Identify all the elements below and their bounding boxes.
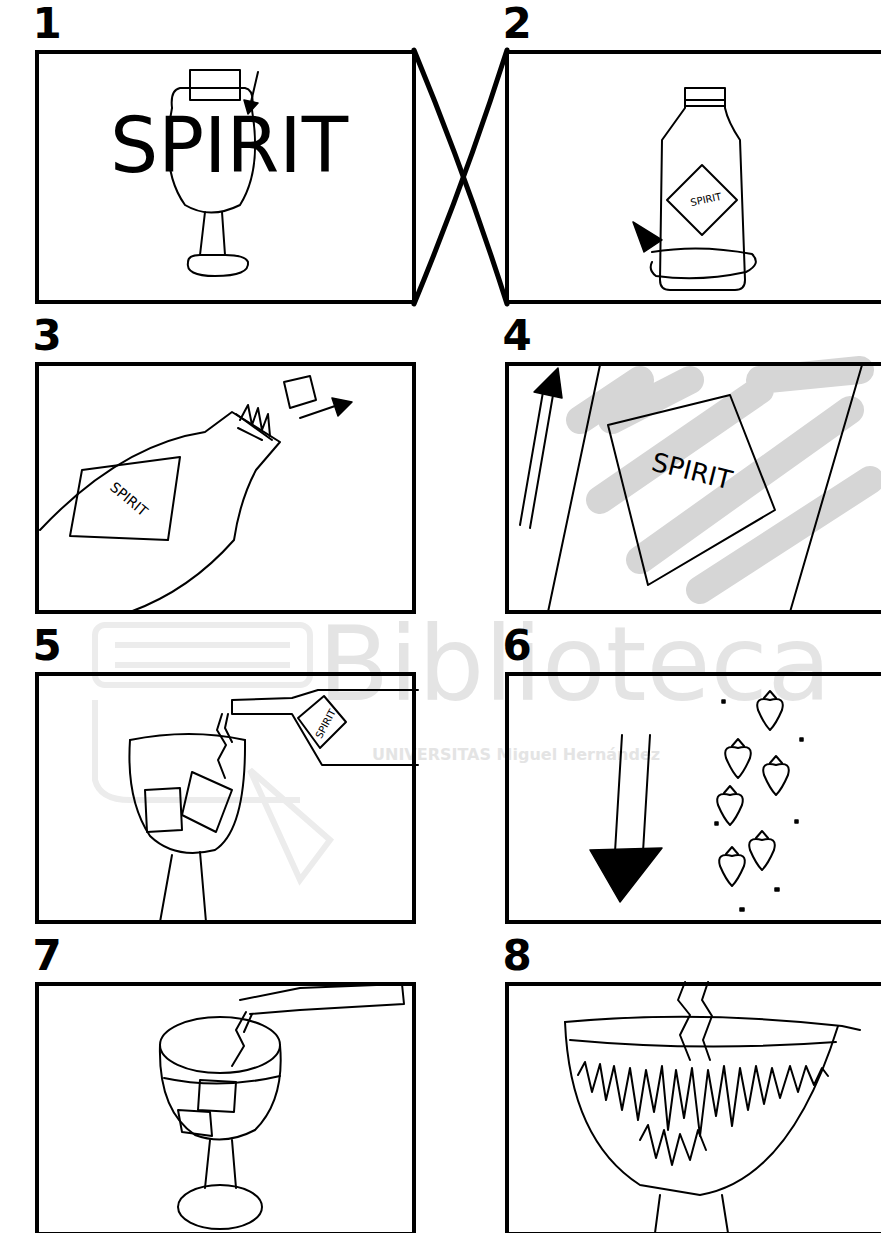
watermark-part xyxy=(115,662,290,668)
glass-drawing-part xyxy=(188,255,248,276)
glass-closeup-drawing-part xyxy=(678,982,712,1060)
strawberries-drawing-part-part xyxy=(719,847,745,886)
pour-drawing-part xyxy=(232,690,418,765)
glass-drawing-part xyxy=(251,72,258,102)
bottle-opening-drawing-part xyxy=(284,376,316,408)
glass-ice-drawing-part xyxy=(232,1012,252,1066)
strawberries-drawing-part-part xyxy=(763,756,789,795)
strawberries-drawing-part xyxy=(717,786,743,825)
glass-closeup-drawing xyxy=(565,982,860,1233)
watermark-part xyxy=(95,625,310,685)
strawberries-drawing-part xyxy=(763,756,789,795)
panel-number: 7 xyxy=(32,935,61,977)
panel-number: 6 xyxy=(502,625,531,667)
brand-text: SPIRIT xyxy=(314,708,338,740)
bottle-drawing-part xyxy=(660,88,745,290)
glass-ice-drawing-part xyxy=(160,1045,281,1139)
strawberries-drawing-part-part xyxy=(717,786,743,825)
strawberries-drawing-part-part xyxy=(725,739,751,778)
strawberries-drawing-part xyxy=(615,735,650,852)
bottle-opening-drawing-part xyxy=(300,405,338,418)
label-closeup-drawing-part xyxy=(534,368,562,398)
storyboard-panel: 6 xyxy=(505,672,881,924)
strawberries-drawing-part xyxy=(715,700,803,911)
label-closeup-drawing xyxy=(520,365,870,612)
glass-closeup-drawing-part xyxy=(640,1125,706,1165)
bottle-drawing-part xyxy=(685,100,725,106)
panel-number: 4 xyxy=(502,315,531,357)
transition-line xyxy=(414,50,507,304)
watermark-part xyxy=(250,770,330,880)
pour-drawing-part xyxy=(129,740,245,853)
strawberries-drawing-part xyxy=(719,847,745,886)
storyboard-panel: 4SPIRIT xyxy=(505,362,881,614)
strawberries-drawing xyxy=(590,691,803,911)
watermark-logo-shape xyxy=(95,625,330,880)
bottle-drawing-part xyxy=(651,248,756,278)
bottle-drawing-part xyxy=(667,165,737,235)
bottle-drawing-part xyxy=(633,222,662,252)
glass-closeup-drawing-part xyxy=(655,1195,728,1233)
strawberries-drawing-part xyxy=(725,739,751,778)
strawberries-drawing-part xyxy=(749,831,775,870)
bottle-opening-drawing-part xyxy=(70,457,180,540)
pour-drawing-part xyxy=(298,696,346,748)
storyboard-panel: 2SPIRIT xyxy=(505,50,881,304)
pour-drawing xyxy=(129,690,418,922)
pour-drawing-part xyxy=(217,714,232,778)
glass-closeup-drawing-part xyxy=(578,1062,828,1136)
bottle-opening-drawing-part xyxy=(236,405,272,440)
brand-text: SPIRIT xyxy=(108,480,151,519)
glass-ice-drawing-part xyxy=(178,1185,262,1229)
panel-number: 2 xyxy=(502,3,531,45)
storyboard-panel: 8 xyxy=(505,982,881,1233)
transition-line xyxy=(414,50,507,304)
pour-drawing-part xyxy=(145,788,182,832)
label-closeup-drawing-part xyxy=(520,392,553,528)
glass-closeup-drawing-part xyxy=(565,1017,860,1030)
bottle-opening-drawing xyxy=(40,376,352,612)
label-closeup-drawing-part xyxy=(608,395,775,585)
glass-drawing-part xyxy=(172,88,253,110)
label-closeup-drawing-part xyxy=(580,370,870,590)
storyboard-panel: 3SPIRIT xyxy=(35,362,416,614)
panel-number: 8 xyxy=(502,935,531,977)
glass-ice-drawing-part xyxy=(160,1017,280,1073)
label-closeup-drawing-part xyxy=(548,365,862,612)
strawberries-drawing-part xyxy=(757,691,783,730)
brand-text: SPIRIT xyxy=(110,108,348,184)
glass-ice-drawing-part xyxy=(205,1140,236,1188)
glass-closeup-drawing-part xyxy=(565,1022,838,1195)
storyboard-panel: 7 xyxy=(35,982,416,1233)
glass-ice-drawing-part xyxy=(164,1076,280,1084)
pour-drawing-part xyxy=(182,772,232,832)
glass-drawing-part xyxy=(200,212,225,255)
panel-number: 3 xyxy=(32,315,61,357)
glass-drawing-part xyxy=(190,70,240,100)
bottle-opening-drawing-part xyxy=(332,398,352,416)
panel-number: 5 xyxy=(32,625,61,667)
watermark-text: Biblioteca xyxy=(318,612,831,716)
storyboard-panel: 1SPIRIT xyxy=(35,50,416,304)
brand-text: SPIRIT xyxy=(649,449,734,494)
bottle-drawing xyxy=(633,88,756,290)
strawberries-drawing-part-part xyxy=(757,691,783,730)
strawberries-drawing-part-part xyxy=(749,831,775,870)
pour-drawing-part xyxy=(160,852,206,922)
glass-ice-drawing-part xyxy=(178,1110,212,1136)
storyboard-panel: 5SPIRIT xyxy=(35,672,416,924)
glass-ice-drawing-part xyxy=(198,1080,236,1112)
panel-number: 1 xyxy=(32,3,61,45)
watermark-part xyxy=(115,642,290,648)
strawberries-drawing-part xyxy=(590,848,662,902)
glass-ice-drawing xyxy=(160,984,404,1229)
bottle-opening-drawing-part xyxy=(40,412,280,612)
brand-text: SPIRIT xyxy=(690,192,723,208)
glass-ice-drawing-part xyxy=(240,984,404,1014)
